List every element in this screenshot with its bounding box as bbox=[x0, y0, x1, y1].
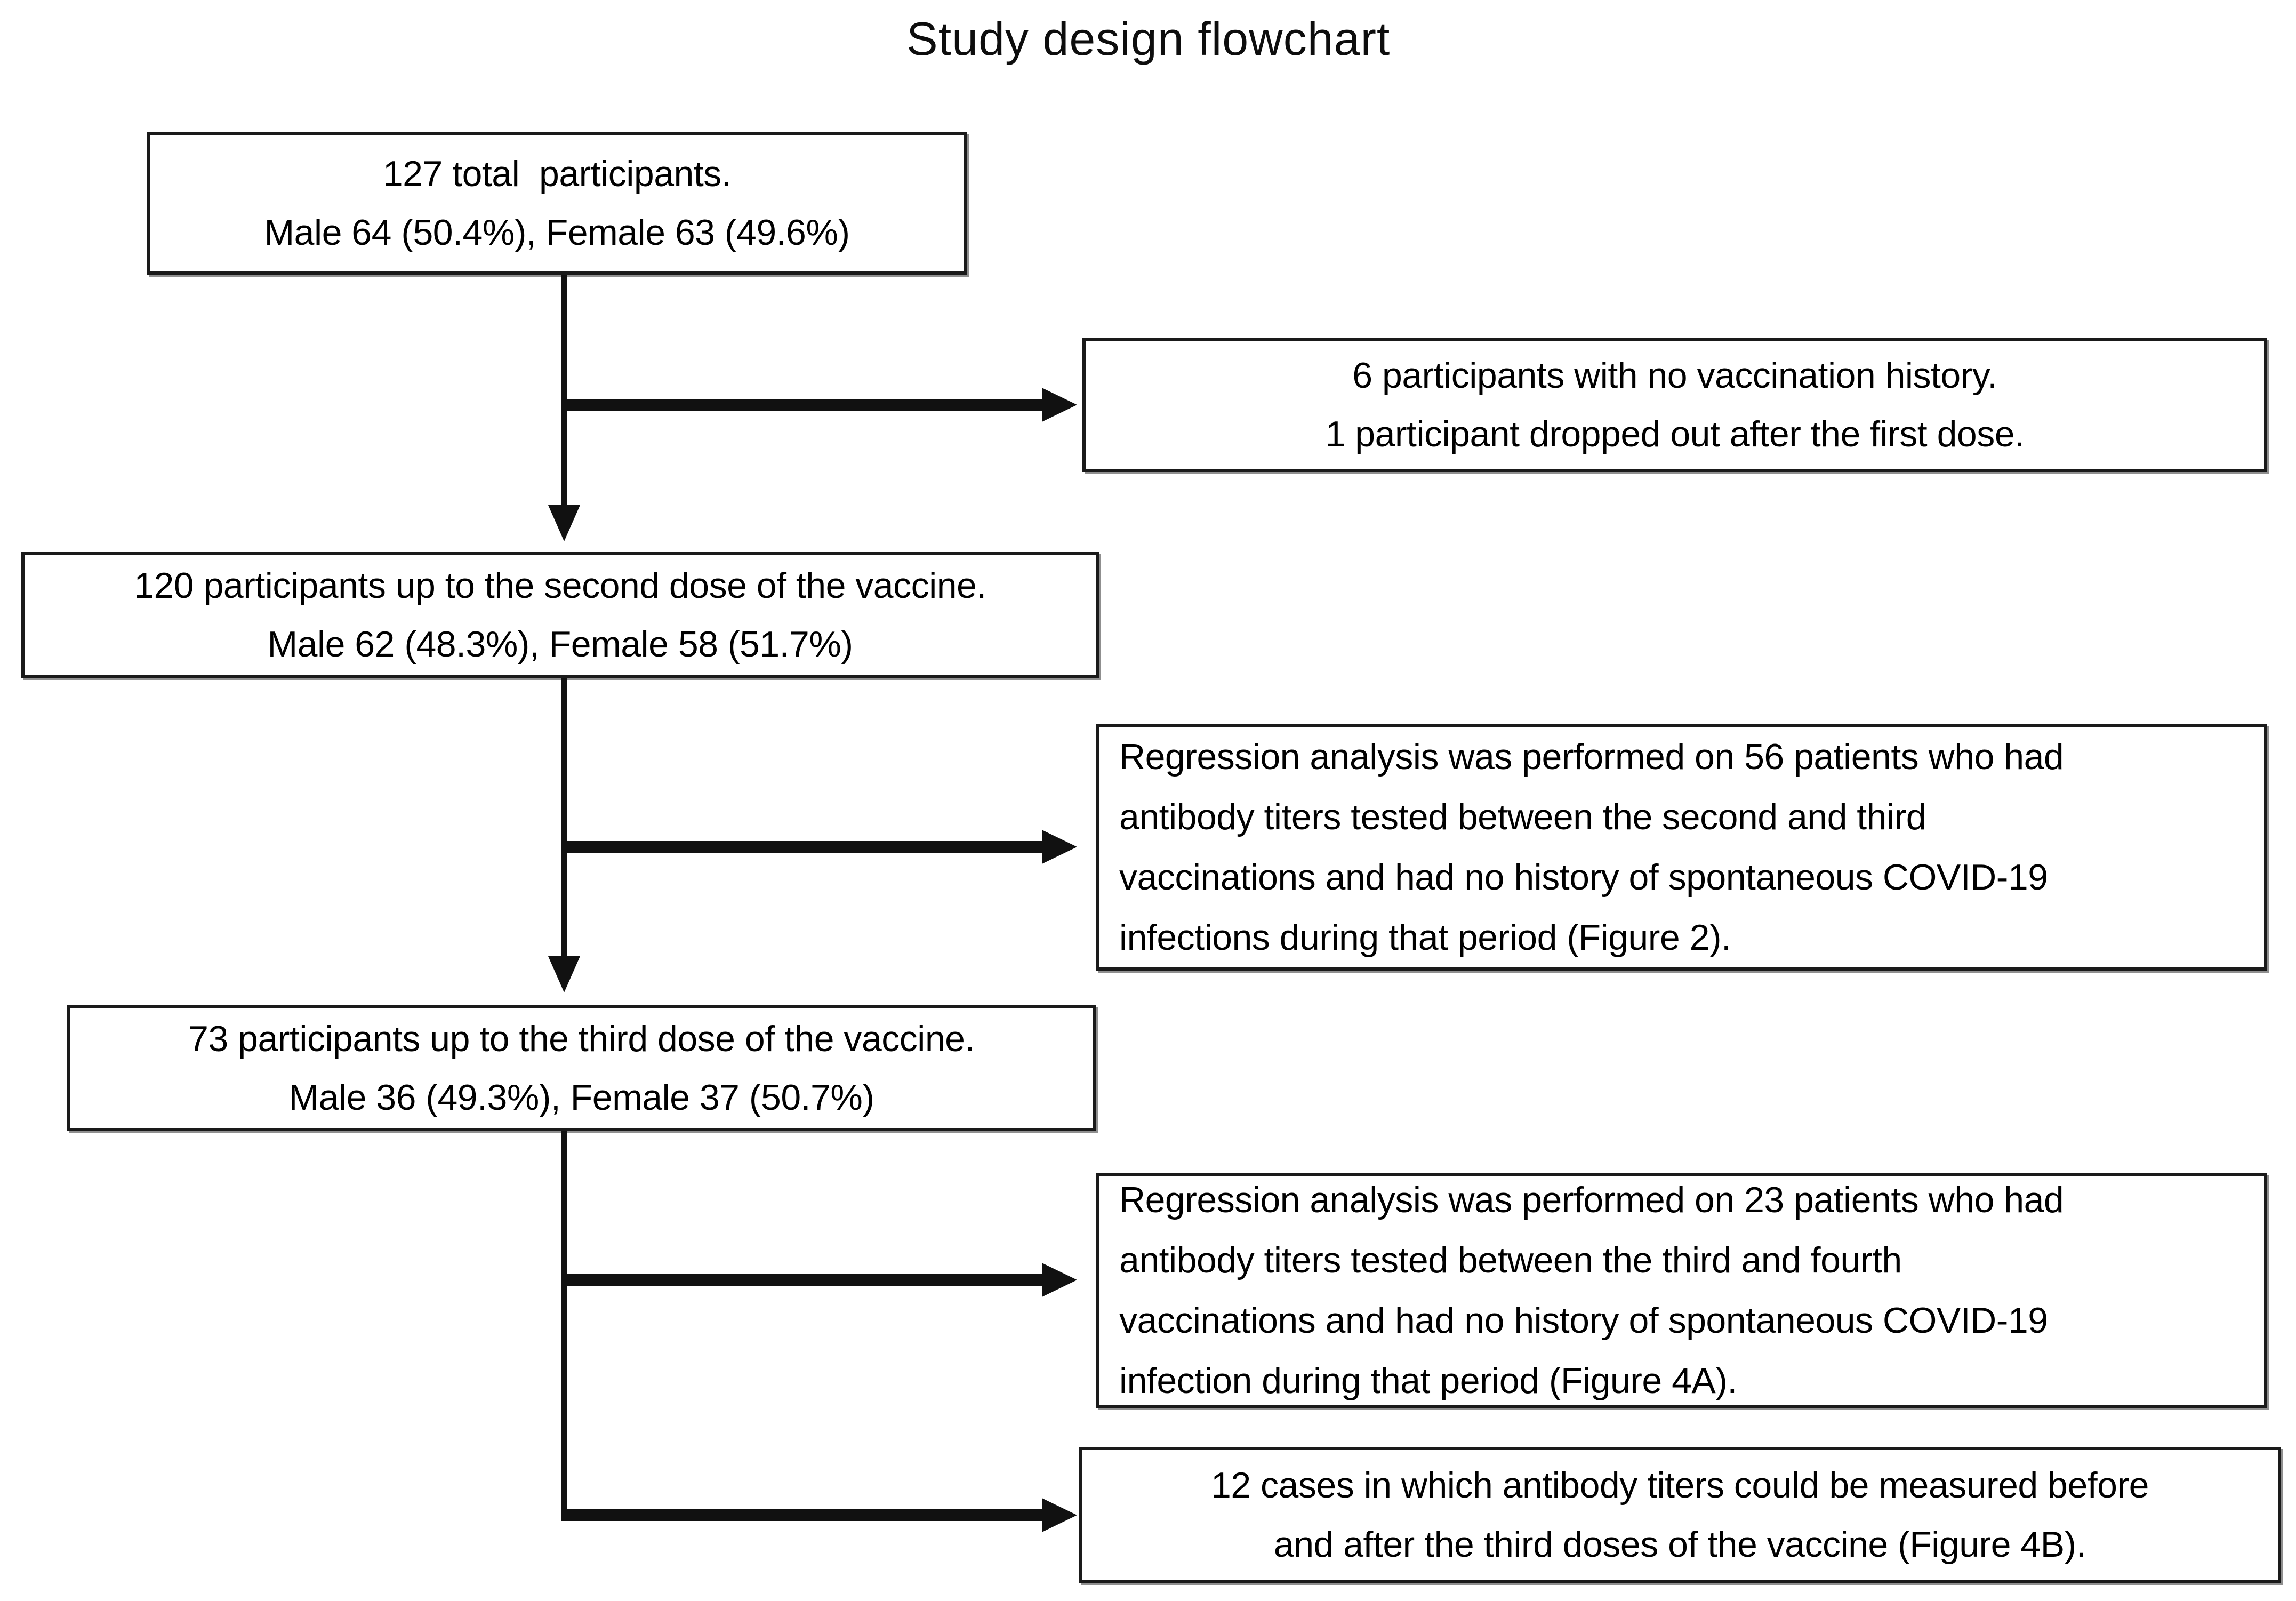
box-line: antibody titers tested between the third… bbox=[1119, 1240, 1902, 1281]
box-line: Regression analysis was performed on 56 … bbox=[1119, 737, 2064, 778]
flow-box-second-dose: 120 participants up to the second dose o… bbox=[21, 552, 1099, 678]
box-line: Male 36 (49.3%), Female 37 (50.7%) bbox=[288, 1077, 874, 1118]
box-line: 73 participants up to the third dose of … bbox=[188, 1018, 975, 1059]
arrow-right-icon bbox=[1042, 1498, 1077, 1532]
arrow-right-icon bbox=[1042, 388, 1077, 422]
page-title: Study design flowchart bbox=[906, 12, 1391, 65]
box-line: infection during that period (Figure 4A)… bbox=[1119, 1360, 1737, 1401]
flow-box-regression-56: Regression analysis was performed on 56 … bbox=[1096, 724, 2267, 971]
flow-box-measured-12: 12 cases in which antibody titers could … bbox=[1079, 1447, 2281, 1583]
connector-line-vertical-2 bbox=[561, 678, 567, 956]
flow-box-total-participants: 127 total participants. Male 64 (50.4%),… bbox=[147, 132, 967, 275]
connector-line-branch-measured-12 bbox=[561, 1509, 1042, 1521]
flow-box-regression-23: Regression analysis was performed on 23 … bbox=[1096, 1173, 2267, 1408]
box-line: Male 62 (48.3%), Female 58 (51.7%) bbox=[267, 624, 853, 665]
arrow-right-icon bbox=[1042, 830, 1077, 864]
arrow-down-icon bbox=[548, 956, 580, 992]
box-line: 120 participants up to the second dose o… bbox=[134, 565, 986, 606]
box-line: infections during that period (Figure 2)… bbox=[1119, 917, 1731, 958]
box-line: Male 64 (50.4%), Female 63 (49.6%) bbox=[264, 212, 850, 253]
box-line: 6 participants with no vaccination histo… bbox=[1352, 355, 1997, 396]
connector-line-branch-regression-23 bbox=[564, 1274, 1042, 1286]
box-line: and after the third doses of the vaccine… bbox=[1273, 1524, 2086, 1565]
box-line: vaccinations and had no history of spont… bbox=[1119, 1300, 2048, 1341]
box-line: 1 participant dropped out after the firs… bbox=[1325, 414, 2025, 454]
connector-line-vertical-3 bbox=[561, 1131, 567, 1521]
connector-line-branch-dropout bbox=[564, 399, 1042, 411]
box-line: 127 total participants. bbox=[382, 153, 732, 194]
box-line: Regression analysis was performed on 23 … bbox=[1119, 1180, 2064, 1221]
flow-box-third-dose: 73 participants up to the third dose of … bbox=[67, 1005, 1096, 1131]
arrow-down-icon bbox=[548, 505, 580, 541]
arrow-right-icon bbox=[1042, 1263, 1077, 1297]
box-line: vaccinations and had no history of spont… bbox=[1119, 857, 2048, 898]
box-line: antibody titers tested between the secon… bbox=[1119, 797, 1926, 838]
connector-line-vertical-1 bbox=[561, 275, 567, 505]
connector-line-branch-regression-56 bbox=[564, 841, 1042, 853]
box-line: 12 cases in which antibody titers could … bbox=[1211, 1465, 2149, 1506]
flow-box-dropout: 6 participants with no vaccination histo… bbox=[1082, 338, 2267, 472]
